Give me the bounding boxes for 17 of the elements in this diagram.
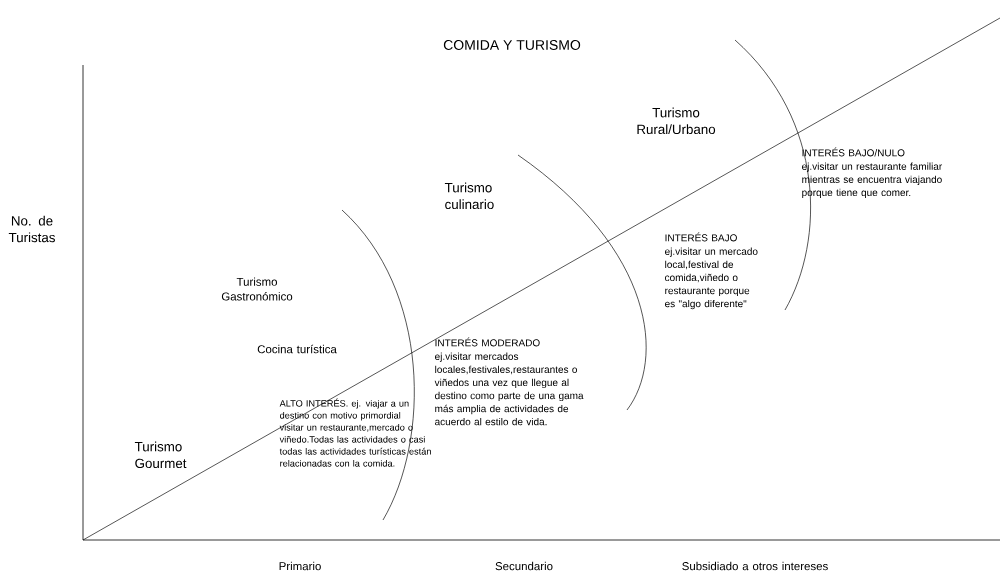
category-label: Turismo Rural/Urbano [637, 107, 716, 135]
axis-label: Primario [279, 561, 321, 571]
category-label: Turismo Gourmet [134, 441, 187, 469]
category-label: Cocina turística [257, 344, 337, 354]
heading-text: INTERÉS BAJO [665, 232, 737, 242]
heading-text: INTERÉS BAJO/NULO [802, 147, 905, 157]
description-text: ej.visitar mercados locales,festivales,restaurantes o viñedos una vez que llegue al destino como parte de una gama más amplia de actividades de acuerdo al estilo de vida. [434, 352, 584, 426]
heading-text: INTERÉS MODERADO [435, 337, 540, 347]
description-text: ej.visitar un mercado local,festival de comida,viñedo o restaurante porque es "algo diferente" [665, 247, 758, 310]
category-label: Turismo Gastronómico [221, 277, 293, 301]
description-text: ALTO INTERÉS. ej. viajar a un destino con motivo primordial visitar un restaurante,mercado o viñedo.Todas las actividades o casi todas las actividades turísticas están relacionadas con la comida. [279, 398, 431, 467]
category-label: Turismo culinario [444, 182, 494, 210]
axis-title: No. de Turistas [8, 215, 55, 243]
description-text: ej.visitar un restaurante familiar mientras se encuentra viajando porque tiene que comer. [802, 162, 942, 199]
title: COMIDA Y TURISMO [443, 40, 581, 50]
axis-label: Secundario [495, 561, 553, 571]
axis-label: Subsidiado a otros intereses [682, 561, 828, 571]
